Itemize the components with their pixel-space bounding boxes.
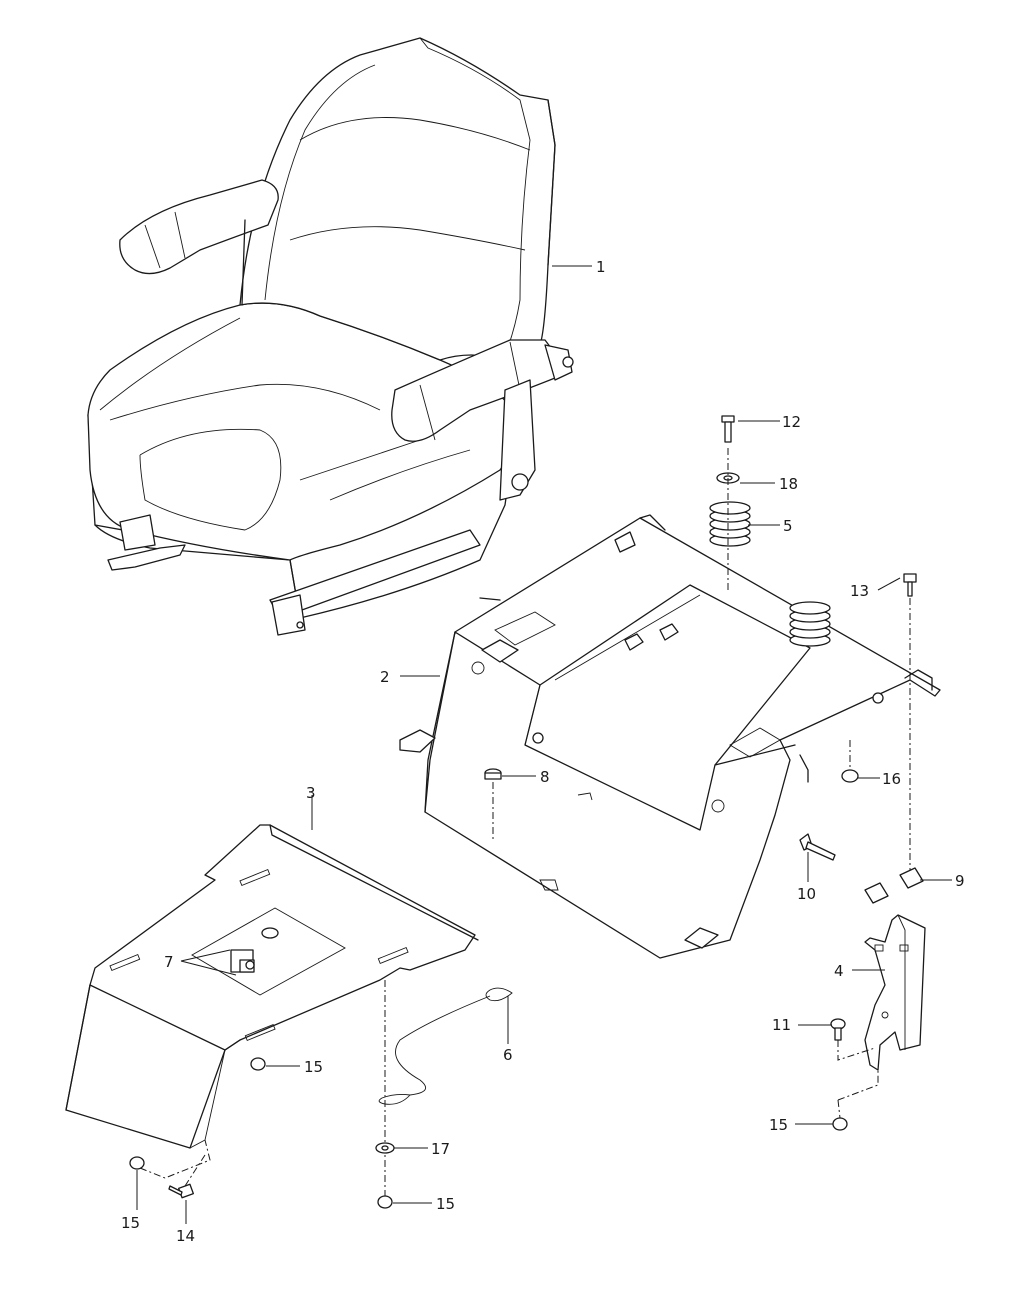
- seat: [87, 37, 574, 636]
- callout-15-plate: 15: [304, 1058, 323, 1076]
- nut-16: [841, 769, 859, 783]
- callout-1: 1: [596, 258, 606, 276]
- bracket-4: [864, 914, 926, 1071]
- callout-18: 18: [779, 475, 798, 493]
- callout-8: 8: [540, 768, 550, 786]
- callout-15-lower-left: 15: [121, 1214, 140, 1232]
- washer-17: [375, 1142, 395, 1154]
- nut-15-center: [377, 1195, 393, 1209]
- callout-17: 17: [431, 1140, 450, 1158]
- callout-3: 3: [306, 784, 316, 802]
- nut-15-right: [832, 1117, 848, 1131]
- callout-14: 14: [176, 1227, 195, 1245]
- callout-5: 5: [783, 517, 793, 535]
- callout-2: 2: [380, 668, 390, 686]
- spring-5: [709, 501, 831, 647]
- bumper-8: [484, 768, 502, 780]
- mount-plate: [65, 824, 479, 1149]
- leader-lines: [136, 265, 952, 1224]
- bolt-11: [830, 1018, 846, 1041]
- nut-15-lower-left: [129, 1156, 145, 1170]
- nut-15-plate: [250, 1057, 266, 1071]
- callout-11: 11: [772, 1016, 791, 1034]
- callout-13: 13: [850, 582, 869, 600]
- callout-15-center: 15: [436, 1195, 455, 1213]
- callout-12: 12: [782, 413, 801, 431]
- lanyard-cable-6: [378, 987, 513, 1105]
- callout-10: 10: [797, 885, 816, 903]
- bolt-10: [799, 833, 836, 861]
- callout-6: 6: [503, 1046, 513, 1064]
- callout-16: 16: [882, 770, 901, 788]
- bolt-12: [721, 415, 735, 443]
- bolt-14: [168, 1183, 194, 1199]
- callout-15-right: 15: [769, 1116, 788, 1134]
- clip-9: [864, 867, 924, 904]
- callout-7: 7: [164, 953, 174, 971]
- callout-9: 9: [955, 872, 965, 890]
- bolt-13: [903, 573, 917, 597]
- callout-4: 4: [834, 962, 844, 980]
